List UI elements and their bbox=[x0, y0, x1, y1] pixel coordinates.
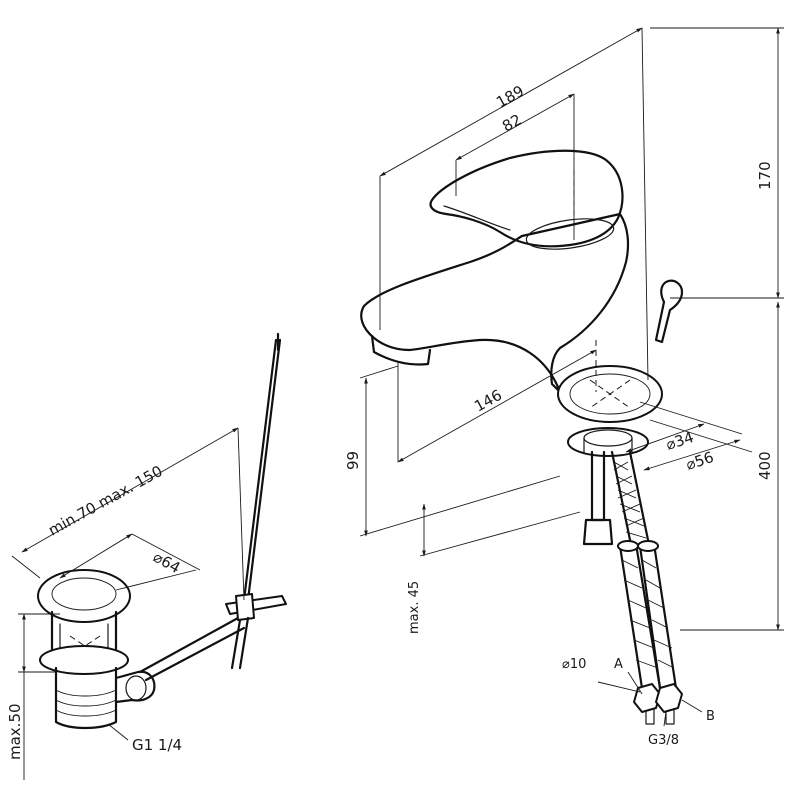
hoses bbox=[610, 450, 683, 725]
part-labels: ⌀10 A B G3/8 G1 1/4 bbox=[132, 657, 715, 754]
dim-spout-height: 99 bbox=[344, 451, 362, 470]
label-hose-diameter: ⌀10 bbox=[562, 657, 586, 672]
dim-hose-length: 400 bbox=[756, 451, 774, 480]
dim-waste-rod: min.70 max. 150 bbox=[45, 462, 165, 540]
dim-waste-diameter: ⌀64 bbox=[150, 548, 183, 577]
dim-deck-thickness: max. 45 bbox=[407, 581, 422, 634]
faucet-body bbox=[360, 149, 684, 546]
label-point-b: B bbox=[706, 709, 715, 724]
label-point-a: A bbox=[614, 657, 623, 672]
dim-waste-thickness: max.50 bbox=[6, 703, 24, 760]
dim-total-length: 189 bbox=[493, 82, 527, 112]
dim-lever-length: 82 bbox=[499, 110, 524, 135]
waste-assembly bbox=[37, 332, 287, 730]
dim-total-height: 170 bbox=[756, 161, 774, 190]
dimension-lines bbox=[11, 27, 784, 780]
label-hose-thread: G3/8 bbox=[648, 733, 679, 748]
dim-base-inner: ⌀34 bbox=[664, 428, 696, 454]
dim-base-outer: ⌀56 bbox=[684, 448, 716, 474]
label-waste-thread: G1 1/4 bbox=[132, 736, 182, 754]
